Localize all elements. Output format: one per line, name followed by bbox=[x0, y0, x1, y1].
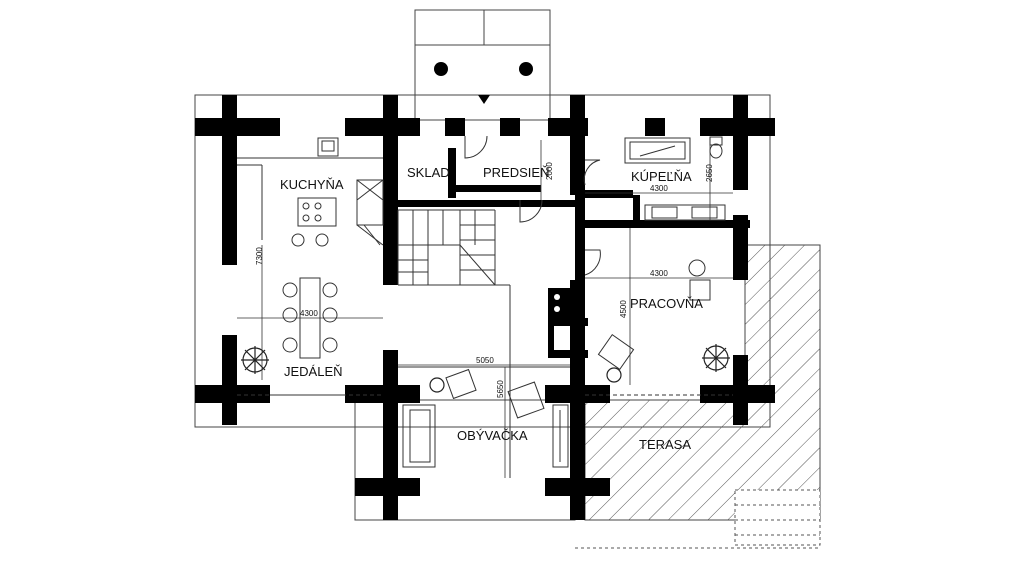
sink-counter bbox=[644, 204, 726, 221]
dimension-label: 4300 bbox=[650, 184, 668, 193]
room-label-pracovna: PRACOVŇA bbox=[630, 296, 703, 311]
dimension-label: 5650 bbox=[496, 380, 505, 398]
chimney-flue bbox=[554, 294, 560, 300]
cooktop-icon bbox=[297, 137, 339, 227]
potted-plant-icon bbox=[241, 344, 730, 393]
dimension-label: 4300 bbox=[300, 309, 318, 318]
bathtub-icon bbox=[624, 137, 691, 164]
dimension-label: 2000 bbox=[545, 162, 554, 180]
dimension-label: 4500 bbox=[619, 300, 628, 318]
toilet-icon bbox=[709, 136, 723, 159]
doors bbox=[363, 135, 601, 276]
sofa-icon bbox=[402, 259, 711, 468]
room-label-sklad: SKLAD bbox=[407, 165, 450, 180]
staircase bbox=[398, 210, 496, 286]
dimension-label: 7300 bbox=[255, 247, 264, 265]
chimney-flue bbox=[554, 306, 560, 312]
room-label-kupelna: KÚPEĽŇA bbox=[631, 169, 692, 184]
room-label-jedalen: JEDÁLEŇ bbox=[284, 364, 343, 379]
dimension-label: 5050 bbox=[476, 356, 494, 365]
room-label-obyvacka: OBÝVAČKA bbox=[457, 428, 528, 443]
dimension-label: 2650 bbox=[705, 164, 714, 182]
terrace bbox=[575, 244, 821, 549]
chair-icon bbox=[282, 233, 338, 359]
dimension-label: 4300 bbox=[650, 269, 668, 278]
dimension-lines bbox=[237, 140, 733, 478]
walls bbox=[195, 95, 775, 520]
room-label-predsien: PREDSIEŇ bbox=[483, 165, 549, 180]
entrance-porch bbox=[434, 62, 533, 104]
room-label-kuchyna: KUCHYŇA bbox=[280, 177, 344, 192]
room-label-terasa: TERASA bbox=[639, 437, 691, 452]
